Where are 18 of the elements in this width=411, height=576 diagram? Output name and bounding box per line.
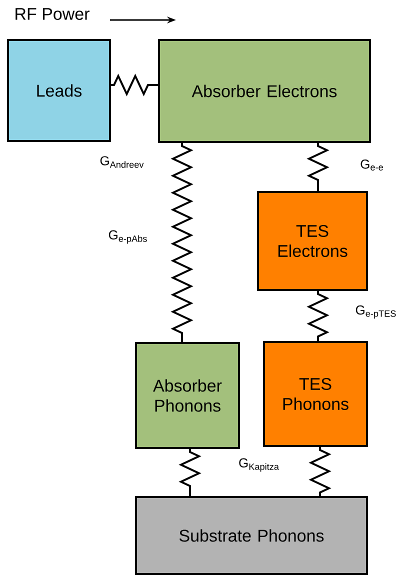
- spring: [170, 142, 194, 342]
- label: G$_{Andreev}$: [100, 156, 144, 168]
- box: Substrate Phonons: [135, 496, 368, 575]
- spring: [111, 74, 158, 96]
- box: Absorber Phonons: [135, 342, 240, 449]
- label: G$_{Kapitza}$: [239, 458, 279, 472]
- spring: [306, 291, 330, 341]
- label: RF Power: [16, 8, 90, 20]
- box: Absorber Electrons: [158, 39, 371, 143]
- spring: [306, 143, 330, 191]
- spring: [308, 447, 332, 496]
- box: TES Electrons: [257, 191, 368, 291]
- box: Leads: [7, 39, 111, 142]
- edge-label: G$_{e-pAbs}$: [107, 229, 149, 245]
- box: TES Phonons: [263, 341, 368, 447]
- spring: [178, 449, 202, 496]
- edge-label: G$_{e-pTES}$: [354, 304, 398, 320]
- edge-label: G$_{e-e}$: [359, 158, 385, 172]
